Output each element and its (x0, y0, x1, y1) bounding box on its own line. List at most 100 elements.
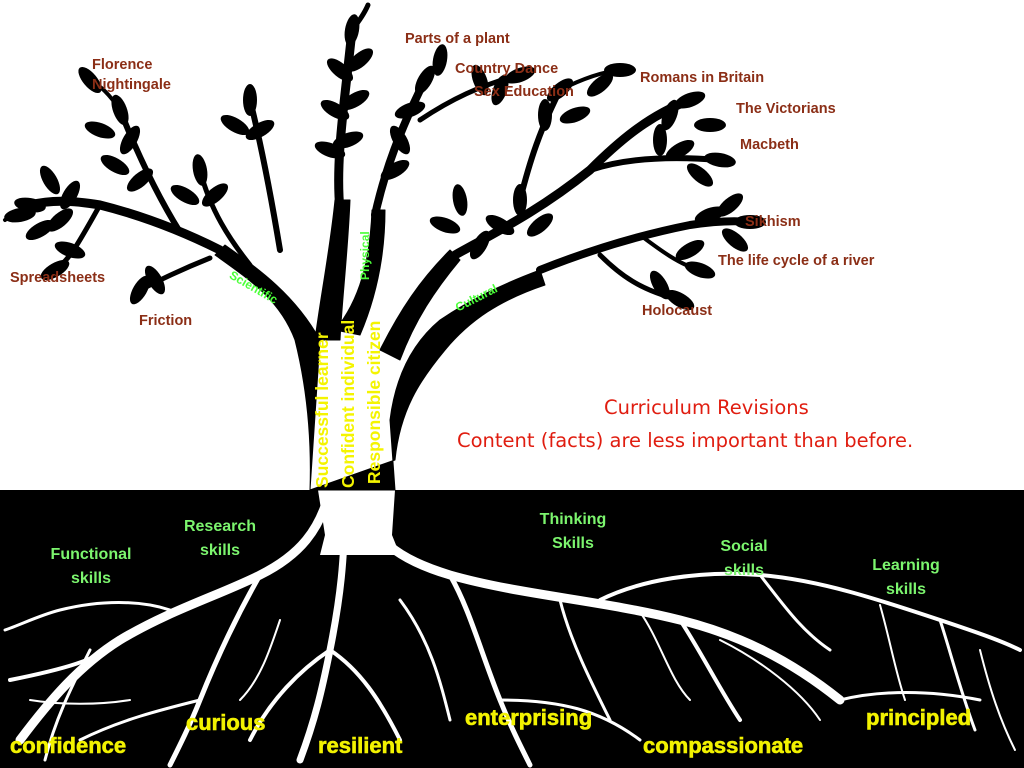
leaf (332, 131, 364, 149)
topic-friction: Friction (139, 313, 193, 329)
leaf (119, 125, 141, 155)
tree-trunk-branches (3, 2, 754, 491)
skill-thinking: Thinking Skills (523, 508, 623, 556)
title-curriculum-revisions: Curriculum Revisions (604, 396, 809, 419)
leaf (485, 214, 515, 236)
leaf (694, 206, 726, 224)
skill-research: Research skills (170, 515, 270, 563)
leaf (59, 180, 81, 210)
skill-learning-line1: Learning (872, 557, 940, 574)
leaf (201, 183, 229, 207)
leaf (40, 259, 70, 281)
leaf (686, 163, 714, 187)
title-content-facts: Content (facts) are less important than … (457, 429, 914, 452)
leaf (220, 114, 250, 136)
trunk-responsible-citizen: Responsible citizen (364, 320, 384, 484)
attribute-compassionate: compassionate (643, 733, 804, 759)
leaf (471, 64, 489, 96)
root-collar (318, 490, 400, 555)
skill-social: Social skills (704, 535, 784, 583)
leaf (429, 216, 461, 234)
skill-functional-line2: skills (70, 570, 112, 587)
topic-florence-nightingale-line1: Florence (92, 57, 153, 73)
leaf (314, 141, 346, 159)
leaf (504, 66, 536, 84)
leaf (126, 168, 154, 192)
skill-functional: Functional skills (36, 543, 146, 591)
topic-florence-nightingale-line2: Nightingale (92, 77, 171, 93)
leaf (129, 275, 151, 305)
leaf (694, 118, 726, 132)
topic-life-cycle-of-a-river: The life cycle of a river (718, 253, 875, 269)
leaf (25, 219, 55, 241)
leaf (54, 241, 86, 259)
leaf (100, 154, 130, 176)
attribute-enterprising: enterprising (465, 705, 593, 731)
leaf (243, 84, 257, 116)
leaf (586, 73, 614, 97)
topic-country-dance: Country Dance (455, 61, 559, 77)
leaf (432, 44, 448, 76)
attribute-curious: curious (186, 710, 266, 736)
leaf (46, 208, 74, 232)
leaf (389, 125, 411, 155)
leaf (245, 119, 275, 141)
leaf (526, 213, 554, 237)
leaf (4, 207, 36, 223)
topic-spreadsheets: Spreadsheets (10, 270, 106, 286)
topic-parts-of-a-plant: Parts of a plant (405, 31, 510, 47)
skill-social-line2: skills (723, 562, 765, 579)
leaf (513, 184, 527, 216)
skill-social-line1: Social (720, 538, 768, 555)
topic-sex-education: Sex Education (474, 84, 574, 100)
leaf (344, 14, 360, 46)
leaf (546, 78, 574, 102)
leaf (491, 74, 509, 106)
leaf (734, 215, 766, 229)
leaf (538, 99, 552, 131)
leaf (675, 239, 705, 261)
attribute-confidence: confidence (10, 733, 127, 759)
topic-the-victorians: The Victorians (736, 101, 836, 117)
leaf (452, 184, 468, 216)
leaf (340, 89, 370, 111)
leaf (192, 154, 208, 186)
leaf (39, 165, 61, 195)
leaf (380, 159, 410, 181)
leaf (704, 152, 736, 168)
skill-learning: Learning skills (856, 554, 956, 602)
leaf (684, 261, 716, 279)
leaf (111, 94, 129, 126)
leaf (144, 265, 166, 295)
skill-research-line2: skills (199, 542, 241, 559)
leaf (170, 184, 200, 206)
leaf (469, 230, 491, 260)
trunk-successful-learner: Successful learner (312, 332, 332, 488)
leaf (326, 58, 354, 82)
skill-thinking-line2: Skills (552, 535, 594, 552)
leaf (604, 63, 636, 77)
topic-macbeth: Macbeth (740, 137, 799, 153)
leaf (665, 139, 695, 161)
leaf (394, 101, 426, 119)
leaf (414, 65, 436, 95)
leaf (346, 48, 374, 72)
leaf (661, 99, 679, 131)
topic-sikhism: Sikhism (745, 214, 801, 230)
leaf (320, 99, 350, 121)
leaf (674, 91, 706, 109)
trunk-confident-individual: Confident individual (338, 319, 358, 488)
leaf (721, 228, 749, 252)
leaf (559, 106, 591, 124)
topic-romans-in-britain: Romans in Britain (640, 70, 765, 86)
attribute-resilient: resilient (318, 733, 403, 759)
skill-thinking-line1: Thinking (539, 511, 607, 528)
skill-research-line1: Research (183, 518, 257, 535)
attribute-principled: principled (866, 705, 972, 731)
leaf (84, 121, 116, 139)
leaf (78, 66, 102, 94)
leaf (653, 124, 667, 156)
leaf (665, 289, 695, 311)
topic-holocaust: Holocaust (642, 303, 713, 319)
